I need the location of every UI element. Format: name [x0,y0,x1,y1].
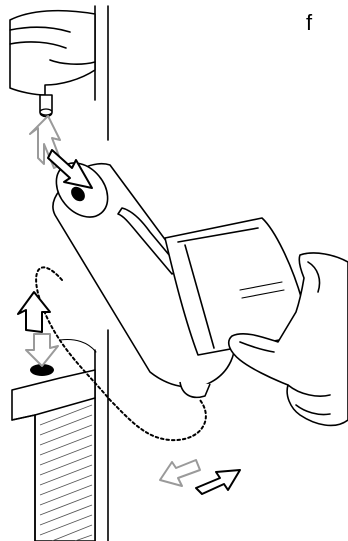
black-arrow-right-icon [196,470,240,494]
black-arrow-up-icon [18,292,50,332]
grey-arrow-left-icon [160,460,200,486]
grey-arrow-down-icon [26,334,58,366]
